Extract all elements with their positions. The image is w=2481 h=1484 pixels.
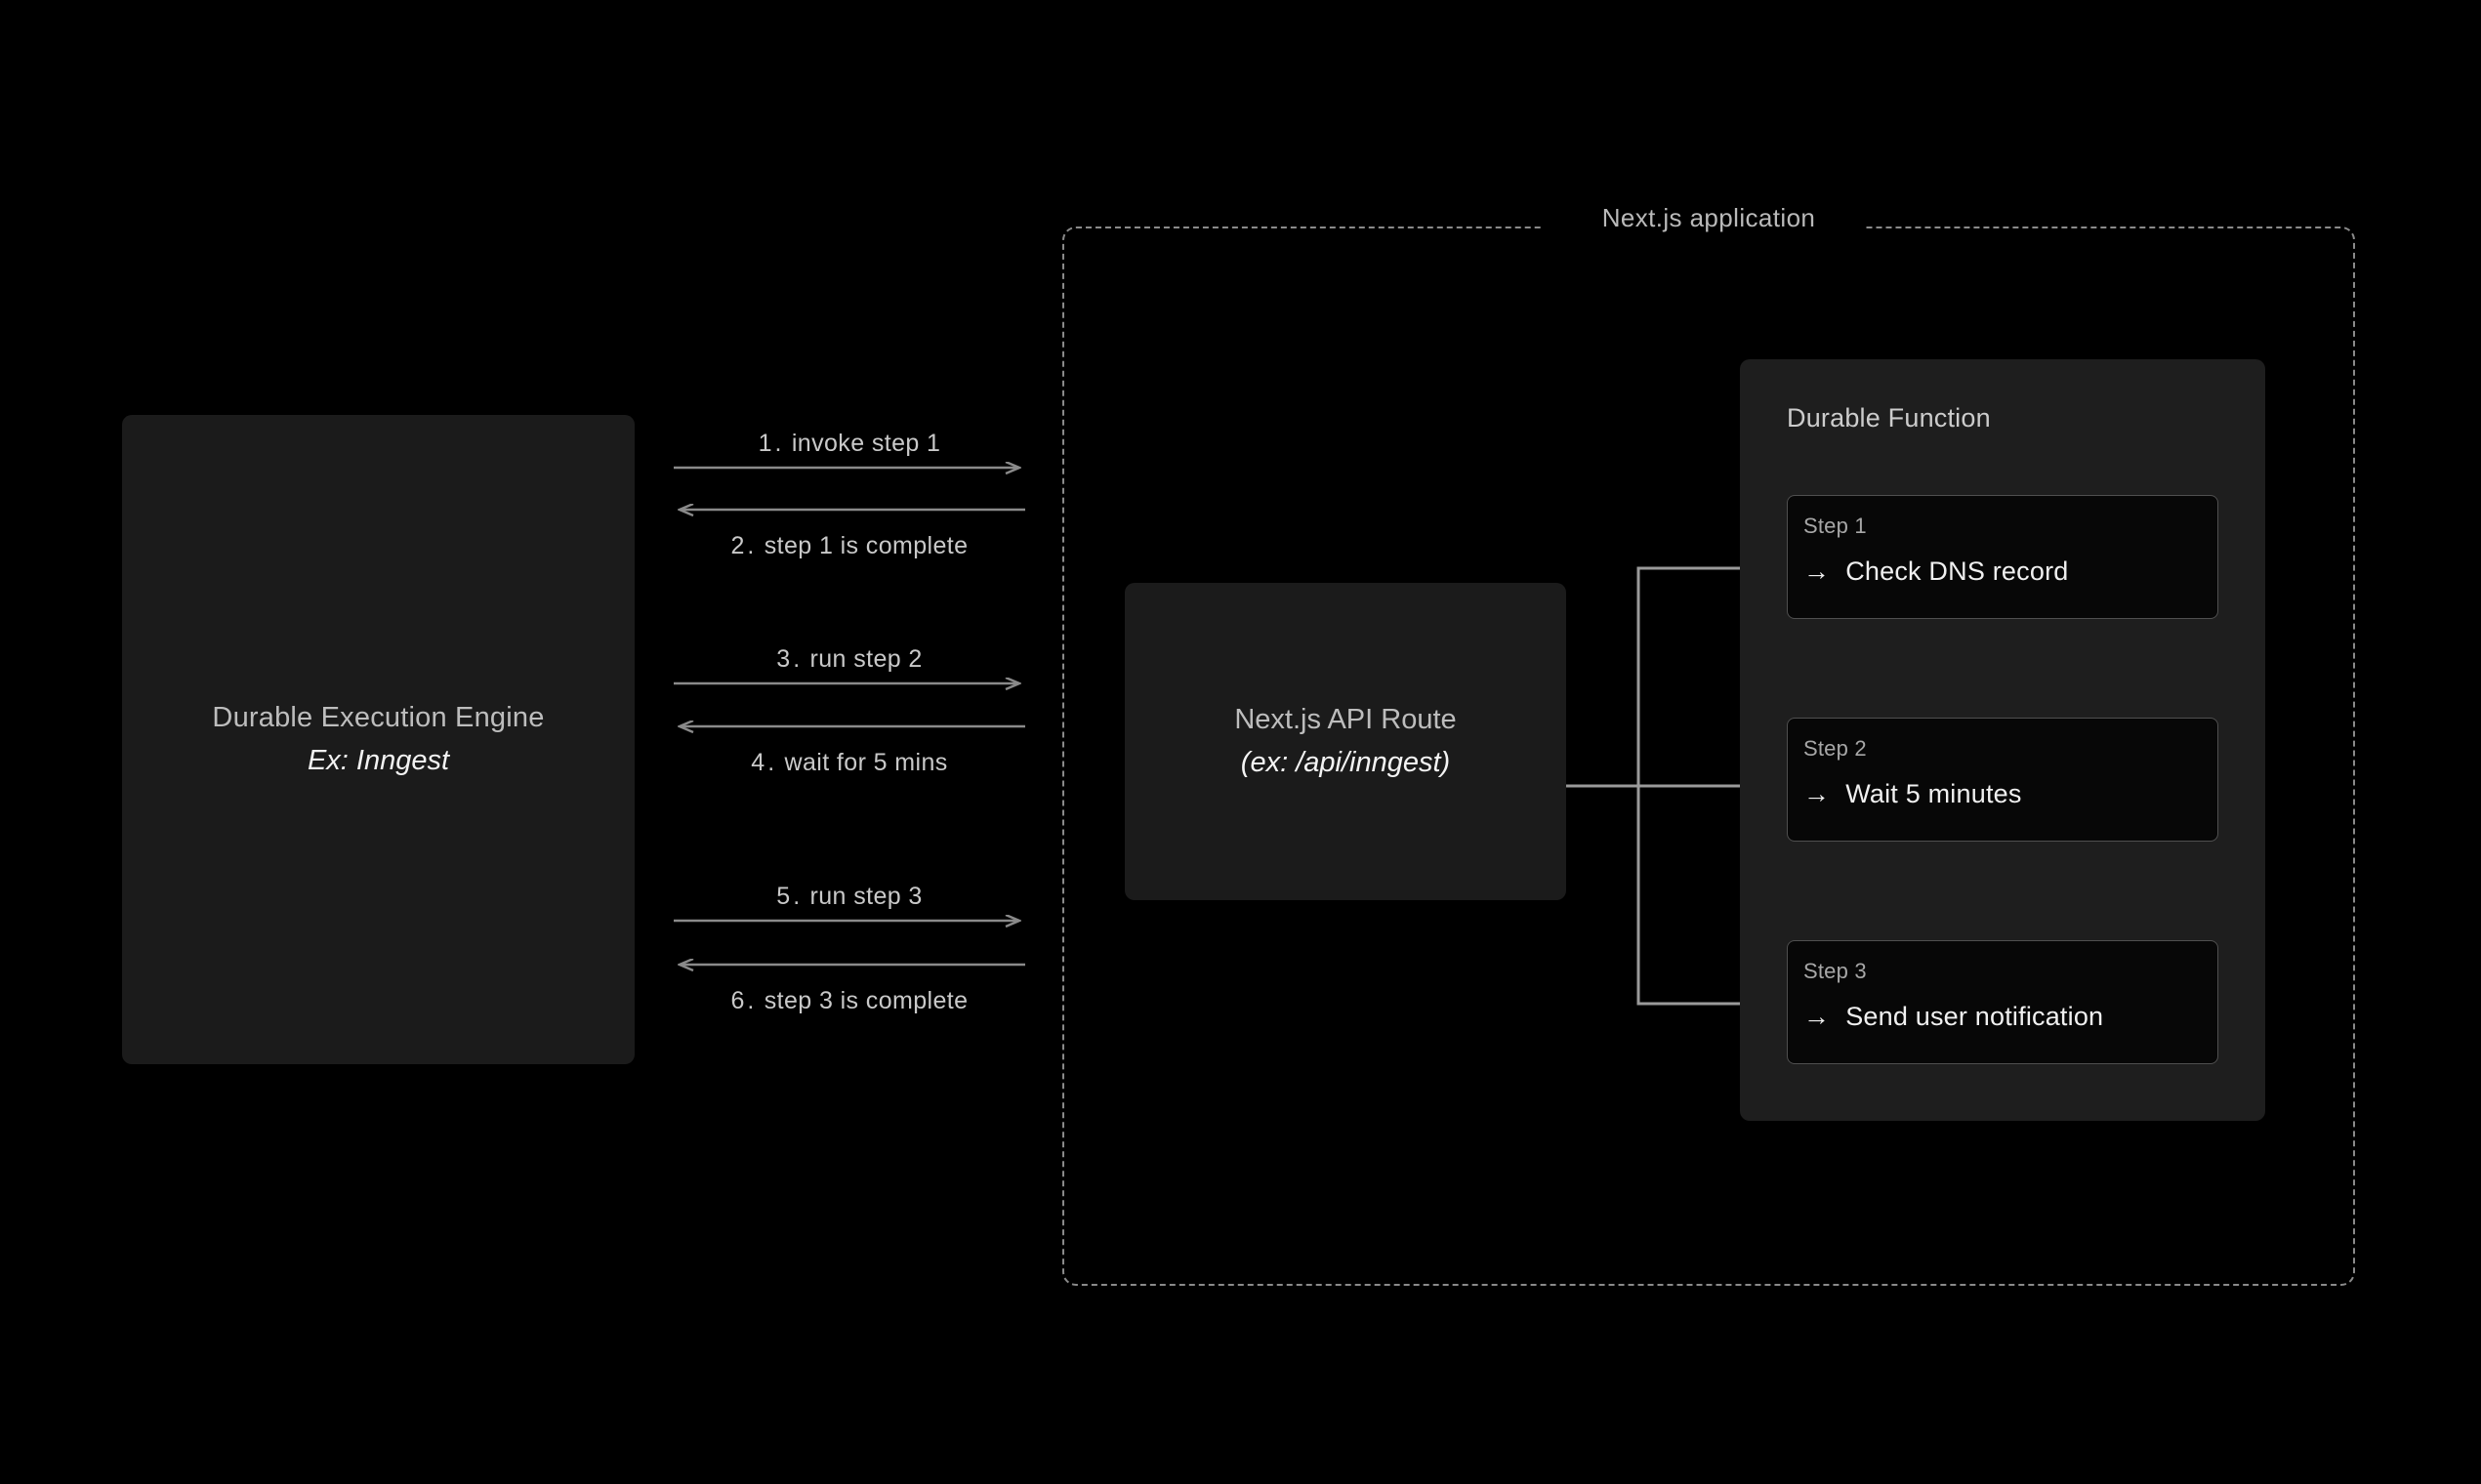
durable-function-panel: Durable Function Step 1 → Check DNS reco…	[1740, 359, 2265, 1121]
step-1-kicker: Step 1	[1803, 514, 1867, 538]
nextjs-api-route-box: Next.js API Route (ex: /api/inngest)	[1125, 583, 1566, 900]
flow-label-4-text: wait for 5 mins	[784, 749, 948, 776]
flow-label-2-number: 2.	[730, 532, 758, 559]
nextjs-application-title: Next.js application	[1601, 203, 1816, 232]
flow-label-3: 3. run step 2	[674, 645, 1025, 674]
step-2-action-label: Wait 5 minutes	[1845, 779, 2022, 808]
step-2-kicker: Step 2	[1803, 736, 1867, 761]
flow-label-4-number: 4.	[751, 749, 778, 776]
step-1-action-label: Check DNS record	[1845, 556, 2069, 586]
api-route-subtitle: (ex: /api/inngest)	[1240, 747, 1451, 778]
arrow-right-icon: →	[1803, 1002, 1831, 1031]
flow-label-5-text: run step 3	[809, 883, 923, 910]
durable-function-title: Durable Function	[1787, 403, 1991, 433]
flow-label-6-number: 6.	[730, 987, 758, 1014]
flow-label-2-text: step 1 is complete	[764, 532, 969, 559]
bus-to-step1	[1636, 566, 1775, 786]
arrow-right-icon: →	[1803, 556, 1831, 586]
step-3-action-row: → Send user notification	[1803, 1002, 2103, 1032]
flow-label-1-text: invoke step 1	[791, 430, 941, 457]
engine-title: Durable Execution Engine	[212, 701, 545, 733]
arrow-right-icon: →	[1803, 779, 1831, 808]
nextjs-title-gap	[1543, 207, 1865, 250]
step-3-kicker: Step 3	[1803, 959, 1867, 983]
flow-label-5: 5. run step 3	[674, 883, 1025, 911]
flow-label-2: 2. step 1 is complete	[674, 532, 1025, 560]
engine-subtitle: Ex: Inngest	[307, 745, 450, 776]
flow-label-1: 1. invoke step 1	[674, 430, 1025, 458]
flow-label-4: 4. wait for 5 mins	[674, 749, 1025, 777]
step-card-2: Step 2 → Wait 5 minutes	[1787, 718, 2218, 842]
step-3-action-label: Send user notification	[1845, 1002, 2104, 1031]
flow-label-1-number: 1.	[758, 430, 785, 457]
durable-execution-engine-box: Durable Execution Engine Ex: Inngest	[122, 415, 635, 1064]
step-card-1: Step 1 → Check DNS record	[1787, 495, 2218, 619]
step-2-action-row: → Wait 5 minutes	[1803, 779, 2022, 809]
flow-label-6: 6. step 3 is complete	[674, 987, 1025, 1015]
flow-label-3-text: run step 2	[809, 645, 923, 673]
flow-label-6-text: step 3 is complete	[764, 987, 969, 1014]
flow-label-3-number: 3.	[776, 645, 804, 673]
step-card-3: Step 3 → Send user notification	[1787, 940, 2218, 1064]
api-route-title: Next.js API Route	[1234, 703, 1457, 735]
bus-to-step3	[1636, 786, 1775, 1006]
step-1-action-row: → Check DNS record	[1803, 556, 2068, 587]
flow-label-5-number: 5.	[776, 883, 804, 910]
